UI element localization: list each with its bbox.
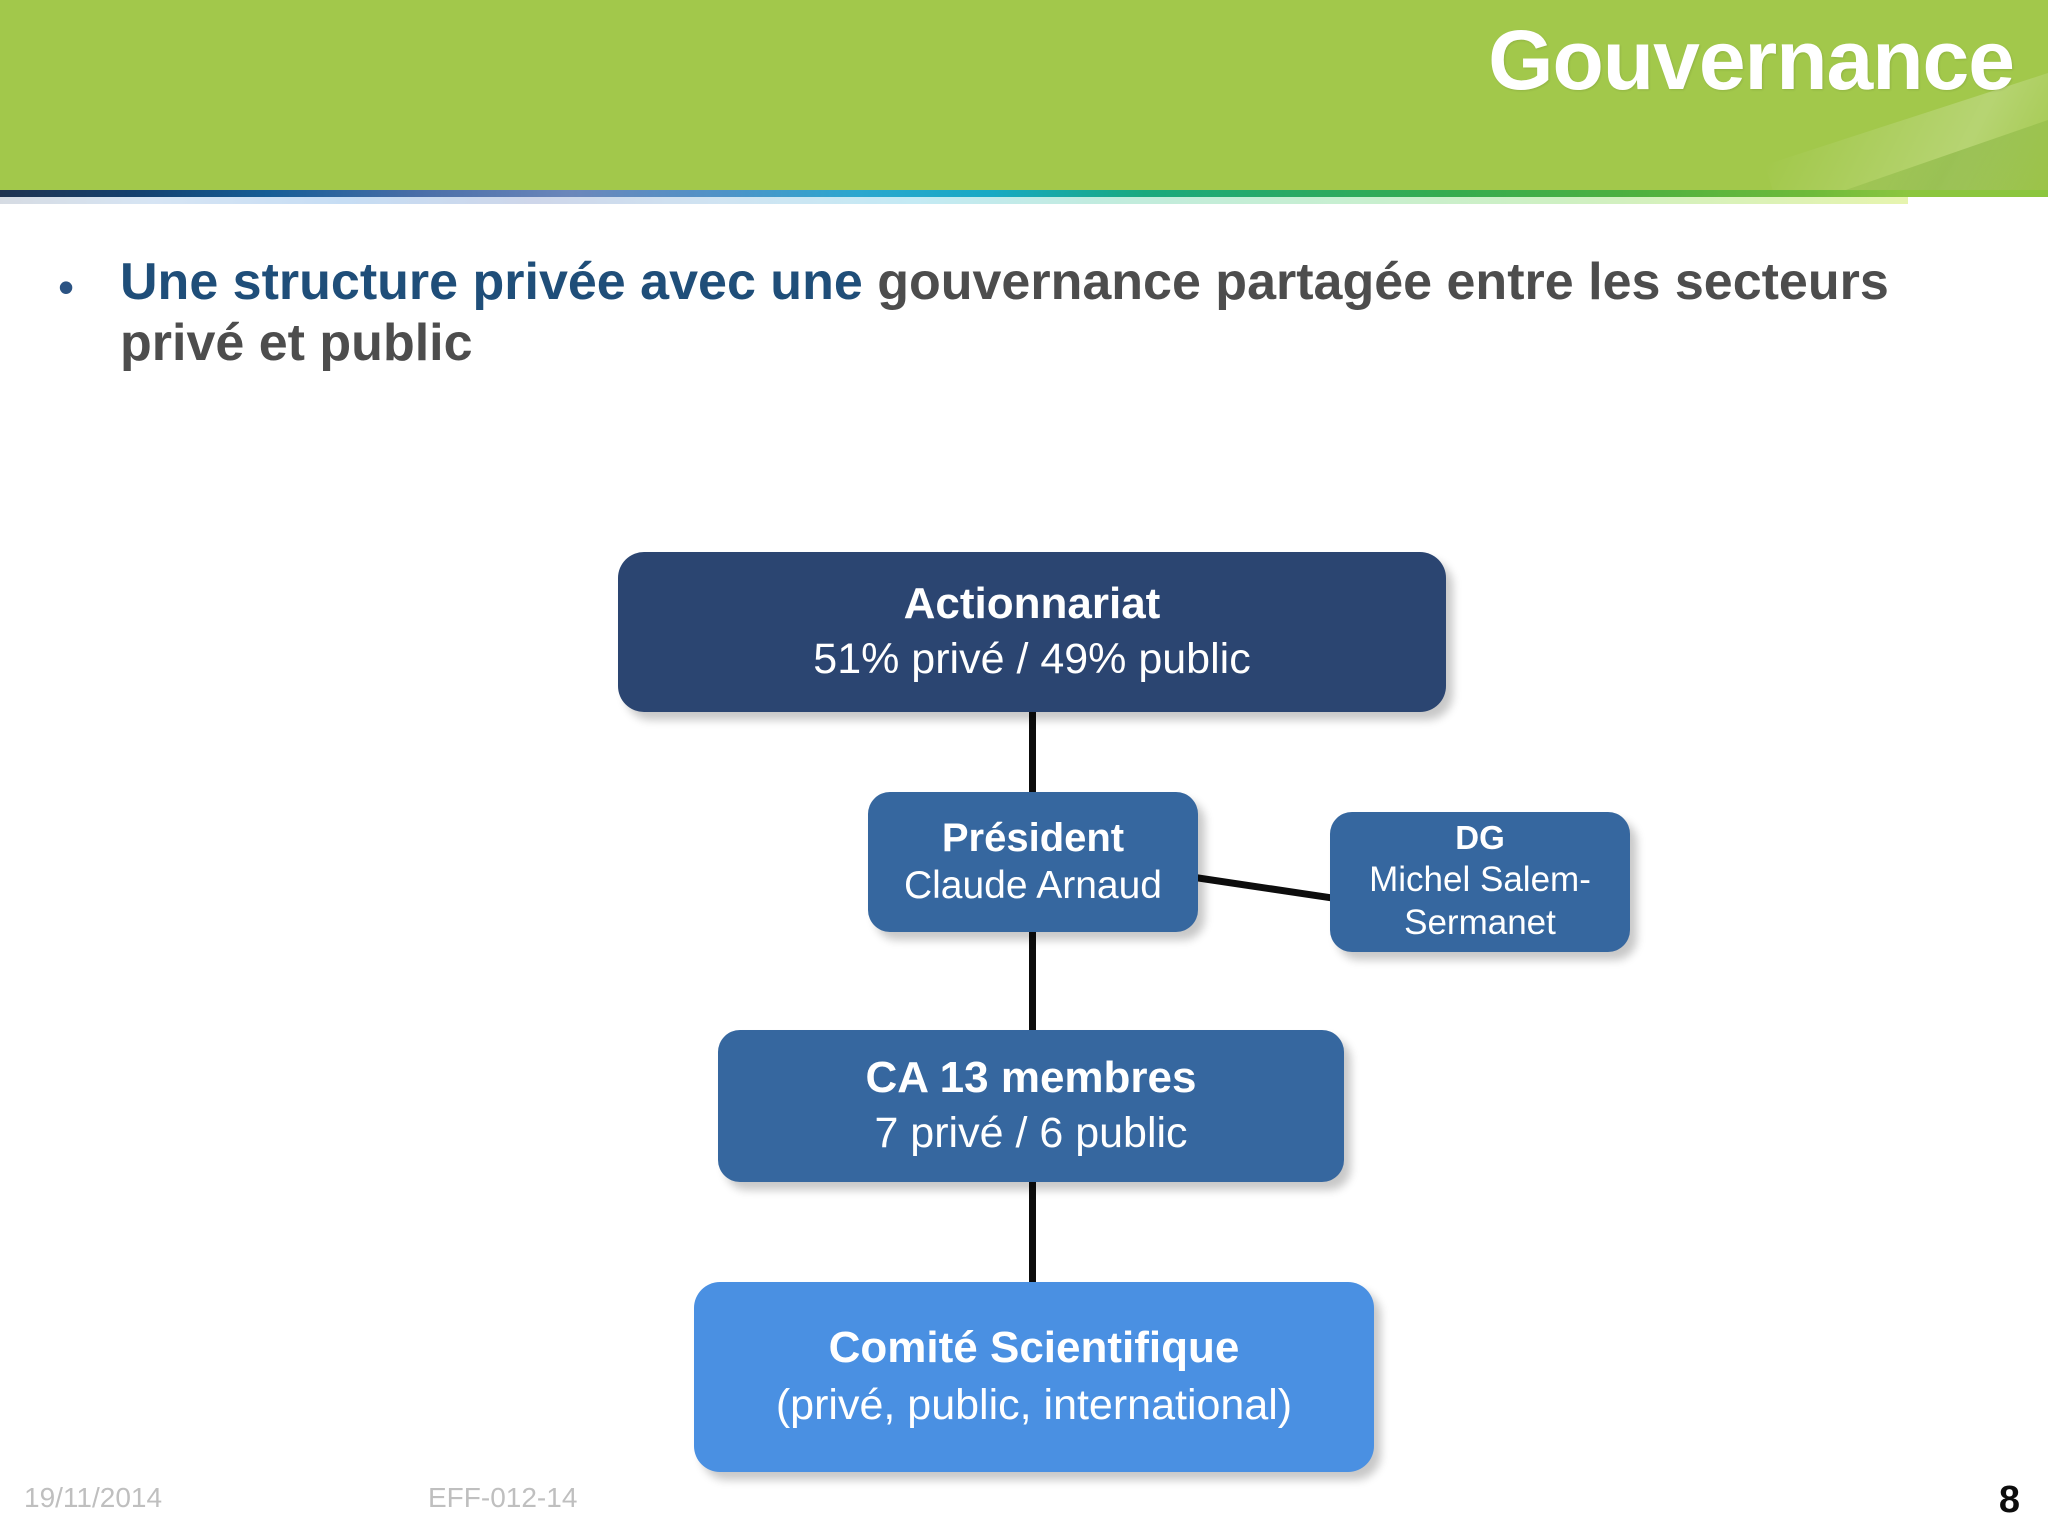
gradient-rule-top [0, 190, 1908, 197]
node-dg-subtitle: Michel Salem-Sermanet [1369, 860, 1591, 942]
header-band: Gouvernance [0, 0, 2048, 190]
connector-ca-comite [1029, 1178, 1036, 1288]
header-gradient-rule [0, 190, 2048, 204]
bullet-text: Une structure privée avec une gouvernanc… [120, 252, 1930, 375]
footer-reference: EFF-012-14 [428, 1482, 578, 1513]
node-dg[interactable]: DG Michel Salem-Sermanet [1330, 812, 1630, 952]
node-comite-scientifique[interactable]: Comité Scientifique (privé, public, inte… [694, 1282, 1374, 1472]
bullet-text-accent: Une structure privée avec une [120, 253, 878, 311]
bullet-marker-icon: • [58, 261, 75, 313]
node-president[interactable]: Président Claude Arnaud [868, 792, 1198, 932]
connector-actionnariat-president [1029, 705, 1036, 797]
node-ca-title: CA 13 membres [865, 1053, 1197, 1103]
node-actionnariat-subtitle: 51% privé / 49% public [813, 634, 1251, 683]
bullet-text-rest: gouvernance partagée entre les secteurs … [120, 253, 1889, 373]
connector-president-dg [1194, 874, 1335, 902]
page-title: Gouvernance [1488, 13, 2015, 107]
node-ca-subtitle: 7 privé / 6 public [874, 1108, 1188, 1157]
gradient-rule-green-cap [1908, 190, 2048, 197]
node-actionnariat[interactable]: Actionnariat 51% privé / 49% public [618, 552, 1446, 712]
gradient-rule-bottom [0, 197, 1908, 204]
node-comite-title: Comité Scientifique [828, 1323, 1240, 1373]
node-actionnariat-title: Actionnariat [903, 579, 1161, 629]
header-swoosh-dark-icon [1788, 120, 2048, 190]
slide-number: 8 [1998, 1479, 2020, 1521]
bullet-list-item: • Une structure privée avec une gouverna… [58, 252, 1958, 375]
connector-president-ca [1029, 928, 1036, 1036]
node-president-subtitle: Claude Arnaud [903, 863, 1163, 907]
node-dg-title: DG [1455, 819, 1505, 857]
node-ca[interactable]: CA 13 membres 7 privé / 6 public [718, 1030, 1344, 1182]
footer-date: 19/11/2014 [24, 1482, 163, 1513]
node-comite-subtitle: (privé, public, international) [775, 1380, 1293, 1429]
node-president-title: Président [941, 815, 1125, 860]
